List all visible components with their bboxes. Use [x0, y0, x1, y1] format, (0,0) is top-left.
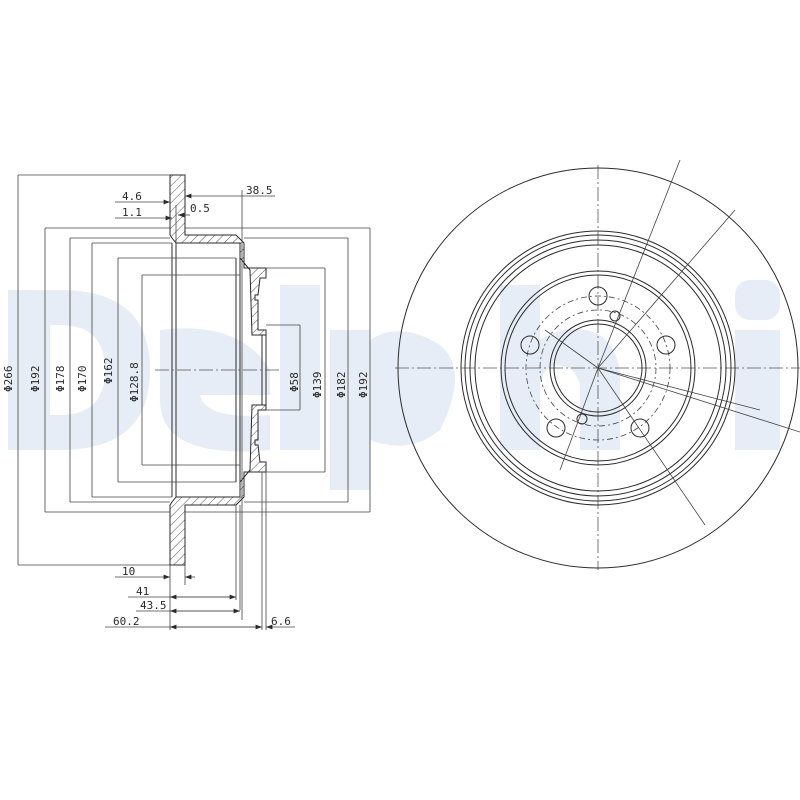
dim-43-5: 43.5 — [140, 599, 167, 612]
disc-outer-edge — [397, 167, 799, 569]
dim-0-5: 0.5 — [190, 202, 210, 215]
dim-60-2: 60.2 — [113, 615, 140, 628]
friction-ring-bottom-section — [169, 404, 267, 566]
front-view — [395, 159, 800, 570]
friction-ring-top-section — [169, 174, 267, 336]
dim-d182: Φ182 — [335, 372, 348, 399]
bolt-holes — [520, 286, 676, 438]
dim-d192-right: Φ192 — [357, 372, 370, 399]
dim-d266: Φ266 — [2, 366, 15, 393]
locating-holes — [576, 310, 621, 425]
dim-6-6: 6.6 — [271, 615, 291, 628]
dim-10: 10 — [122, 565, 135, 578]
dim-d192-left: Φ192 — [29, 366, 42, 393]
dim-d139: Φ139 — [311, 372, 324, 399]
dim-d162: Φ162 — [102, 358, 115, 385]
dim-d170: Φ170 — [76, 366, 89, 393]
dim-4-6: 4.6 — [122, 190, 142, 203]
dim-d128-8: Φ128.8 — [128, 362, 141, 402]
dim-38-5: 38.5 — [246, 184, 273, 197]
section-view: Φ266 Φ192 Φ178 Φ170 Φ162 Φ128.8 Φ58 Φ139… — [2, 174, 371, 630]
delphi-watermark — [8, 280, 780, 490]
dim-1-1: 1.1 — [122, 206, 142, 219]
dim-41: 41 — [136, 585, 149, 598]
dim-d58: Φ58 — [288, 372, 301, 392]
dim-d178: Φ178 — [54, 366, 67, 393]
